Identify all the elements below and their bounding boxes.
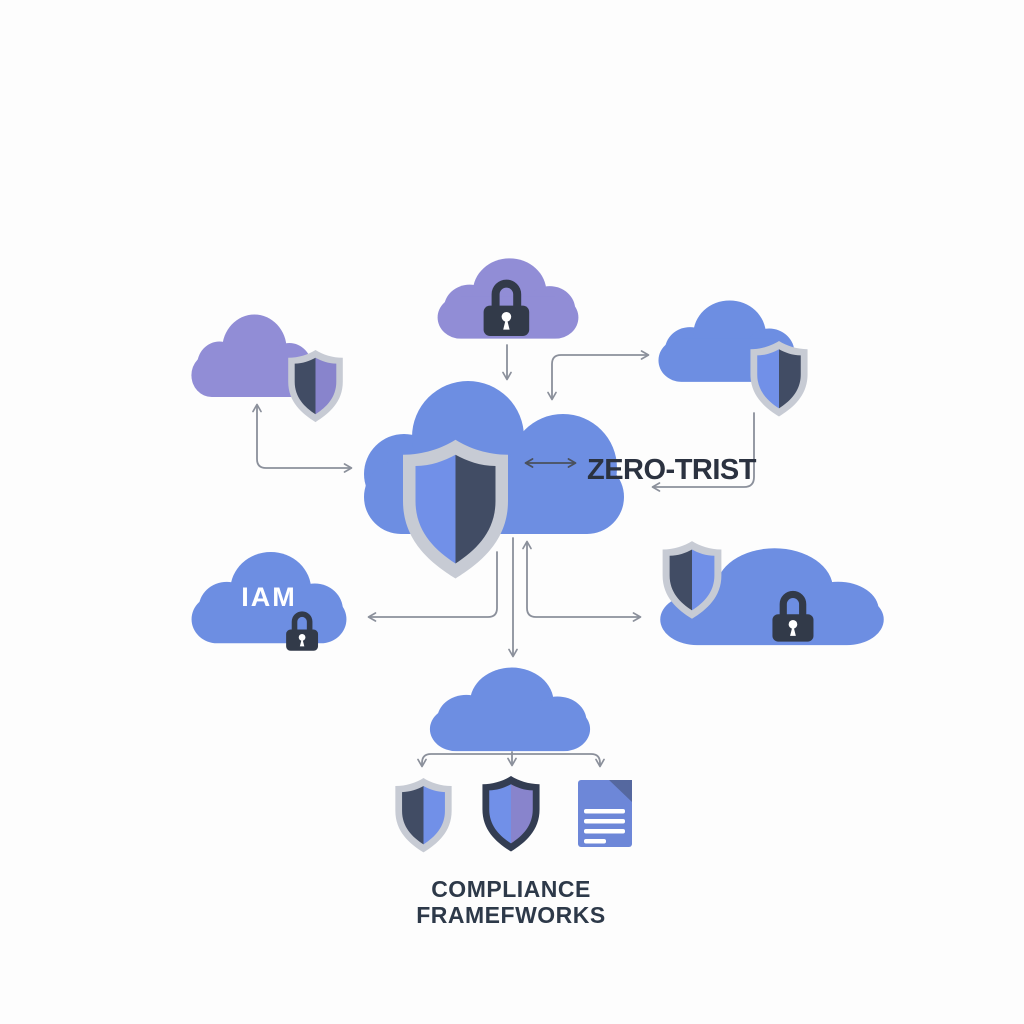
document-text-lines xyxy=(584,809,625,844)
connector-central-to-iam xyxy=(367,551,498,622)
zero-trust-label: ZERO-TRIST xyxy=(587,454,757,486)
shield-icon-compliance-2 xyxy=(482,776,540,852)
central-shield-icon xyxy=(403,439,508,579)
compliance-label-line1: COMPLIANCE xyxy=(431,876,591,902)
iam-label: IAM xyxy=(241,582,297,612)
cloud-shape-bottom xyxy=(429,667,591,752)
connectors xyxy=(252,344,755,768)
connector-central-to-right xyxy=(522,540,642,622)
document-fold-corner xyxy=(609,780,632,802)
connector-label-return xyxy=(651,412,755,492)
compliance-label-line2: FRAMEFWORKS xyxy=(416,902,605,928)
shield-icon-top-left xyxy=(288,349,343,423)
connector-compliance-branch xyxy=(417,753,605,768)
shield-icon-top-right xyxy=(750,341,808,417)
connector-top-right-elbow xyxy=(547,350,650,401)
cloud-compliance xyxy=(429,667,591,752)
shield-icon-compliance-1 xyxy=(395,778,452,853)
document-icon xyxy=(578,780,632,847)
connector-top-left-elbow xyxy=(252,403,353,473)
